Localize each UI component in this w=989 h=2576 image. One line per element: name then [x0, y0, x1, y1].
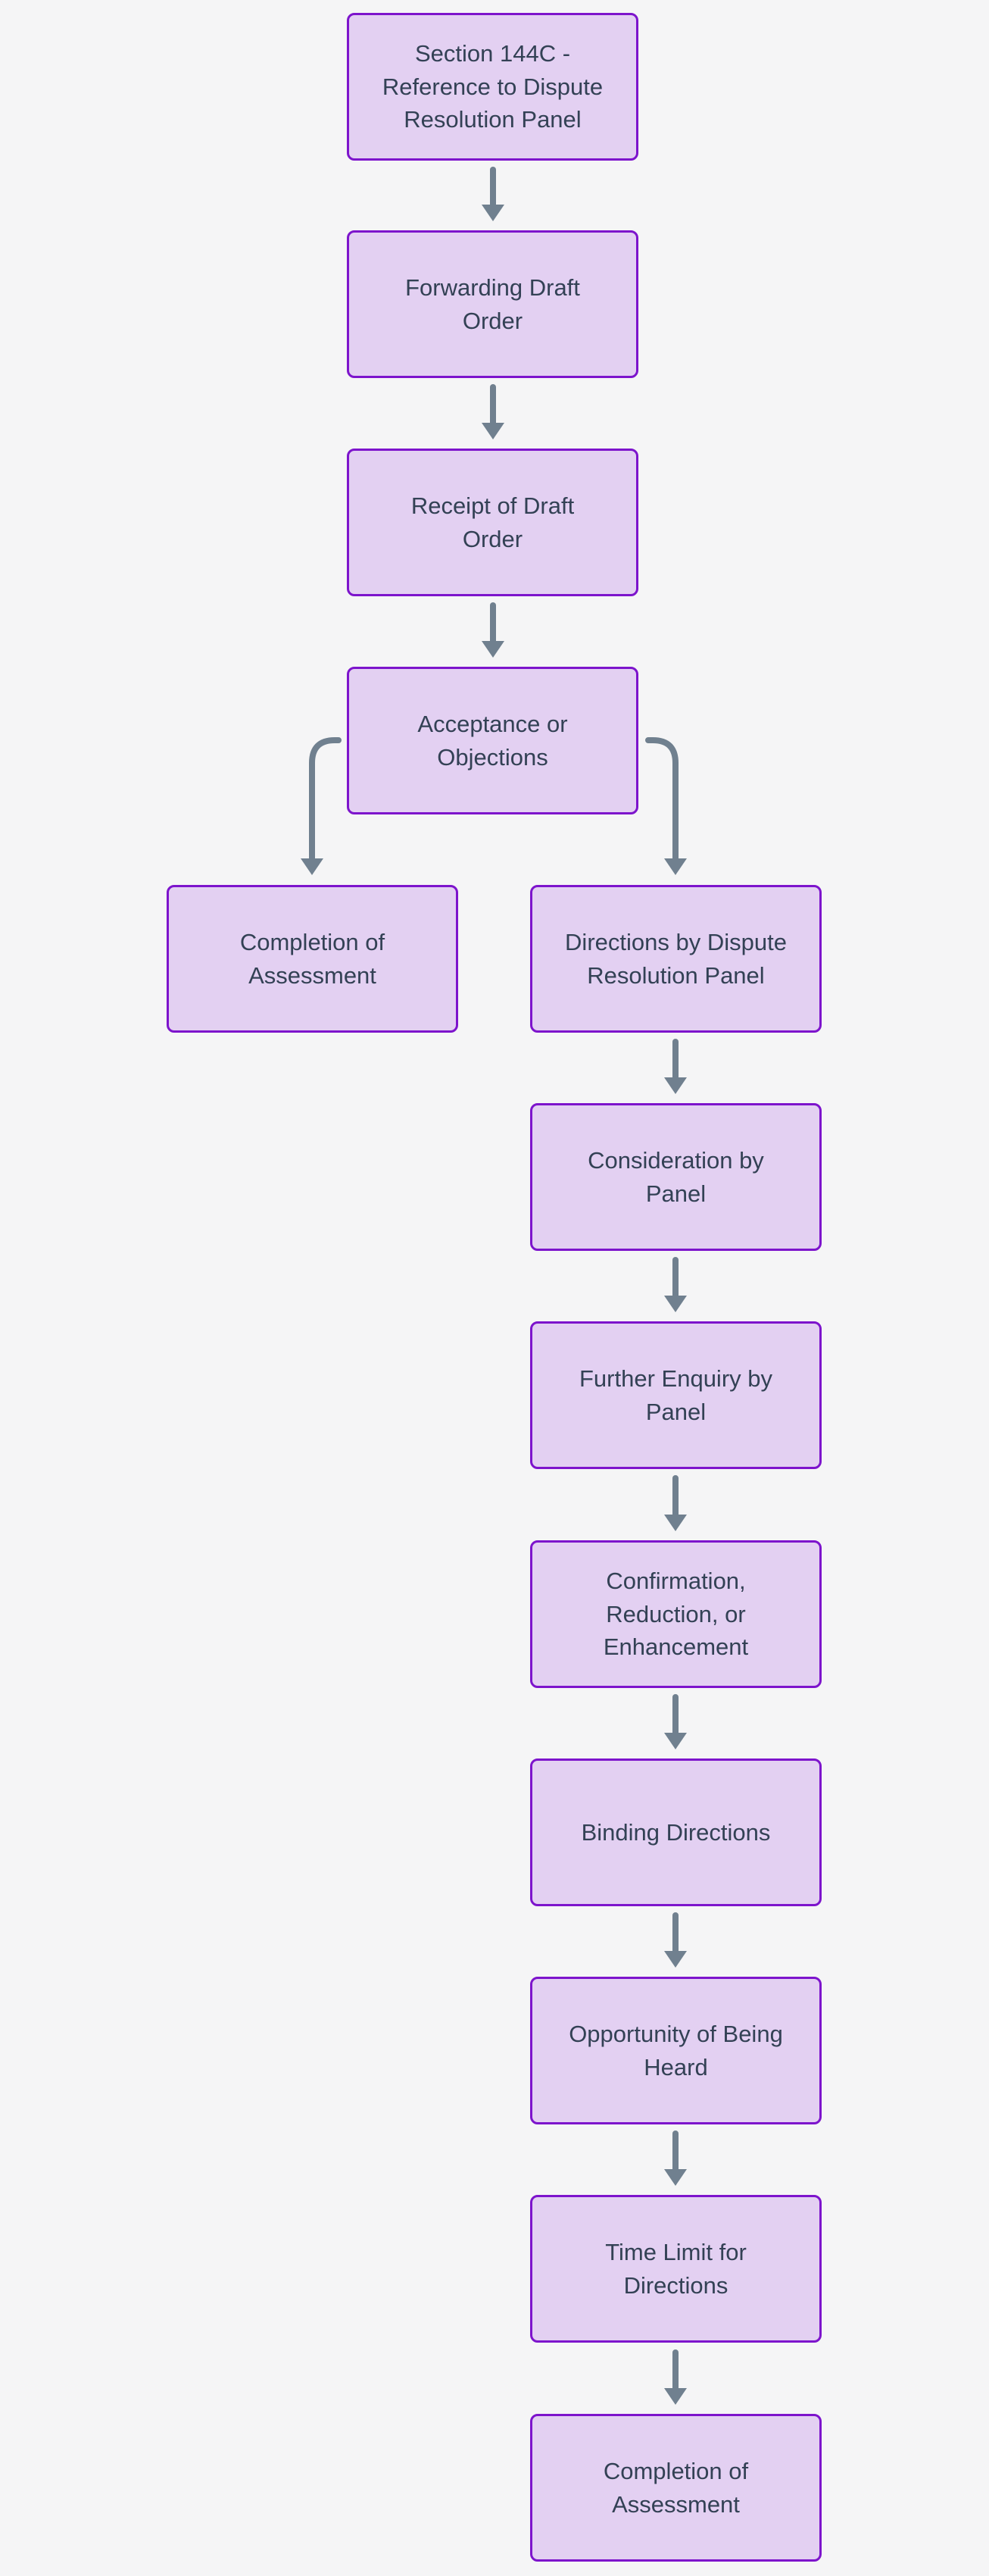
node-forwarding-draft-order: Forwarding Draft Order	[347, 230, 638, 378]
edge-consideration-to-enquiry	[664, 1257, 687, 1312]
node-binding-directions: Binding Directions	[530, 1758, 822, 1906]
edge-acceptance-to-directions	[645, 737, 687, 875]
node-completion-of-assessment-final: Completion of Assessment	[530, 2414, 822, 2562]
node-time-limit-for-directions: Time Limit for Directions	[530, 2195, 822, 2343]
edge-timelimit-to-completion-final	[664, 2349, 687, 2405]
node-section-144c: Section 144C - Reference to Dispute Reso…	[347, 13, 638, 161]
edge-opportunity-to-timelimit	[664, 2131, 687, 2186]
node-acceptance-or-objections: Acceptance or Objections	[347, 667, 638, 814]
edge-forwarding-to-receipt	[482, 384, 504, 439]
node-consideration-by-panel: Consideration by Panel	[530, 1103, 822, 1251]
edge-acceptance-to-completion-left	[301, 737, 342, 875]
edge-receipt-to-acceptance	[482, 602, 504, 658]
node-opportunity-of-being-heard: Opportunity of Being Heard	[530, 1977, 822, 2124]
edge-binding-to-opportunity	[664, 1912, 687, 1968]
edge-enquiry-to-confirmation	[664, 1475, 687, 1531]
edge-confirmation-to-binding	[664, 1694, 687, 1749]
edge-directions-to-consideration	[664, 1039, 687, 1094]
node-further-enquiry-by-panel: Further Enquiry by Panel	[530, 1321, 822, 1469]
node-confirmation-reduction-enhancement: Confirmation, Reduction, or Enhancement	[530, 1540, 822, 1688]
node-directions-by-drp: Directions by Dispute Resolution Panel	[530, 885, 822, 1033]
edge-section144c-to-forwarding	[482, 167, 504, 221]
node-receipt-of-draft-order: Receipt of Draft Order	[347, 449, 638, 596]
node-completion-of-assessment-left: Completion of Assessment	[167, 885, 458, 1033]
